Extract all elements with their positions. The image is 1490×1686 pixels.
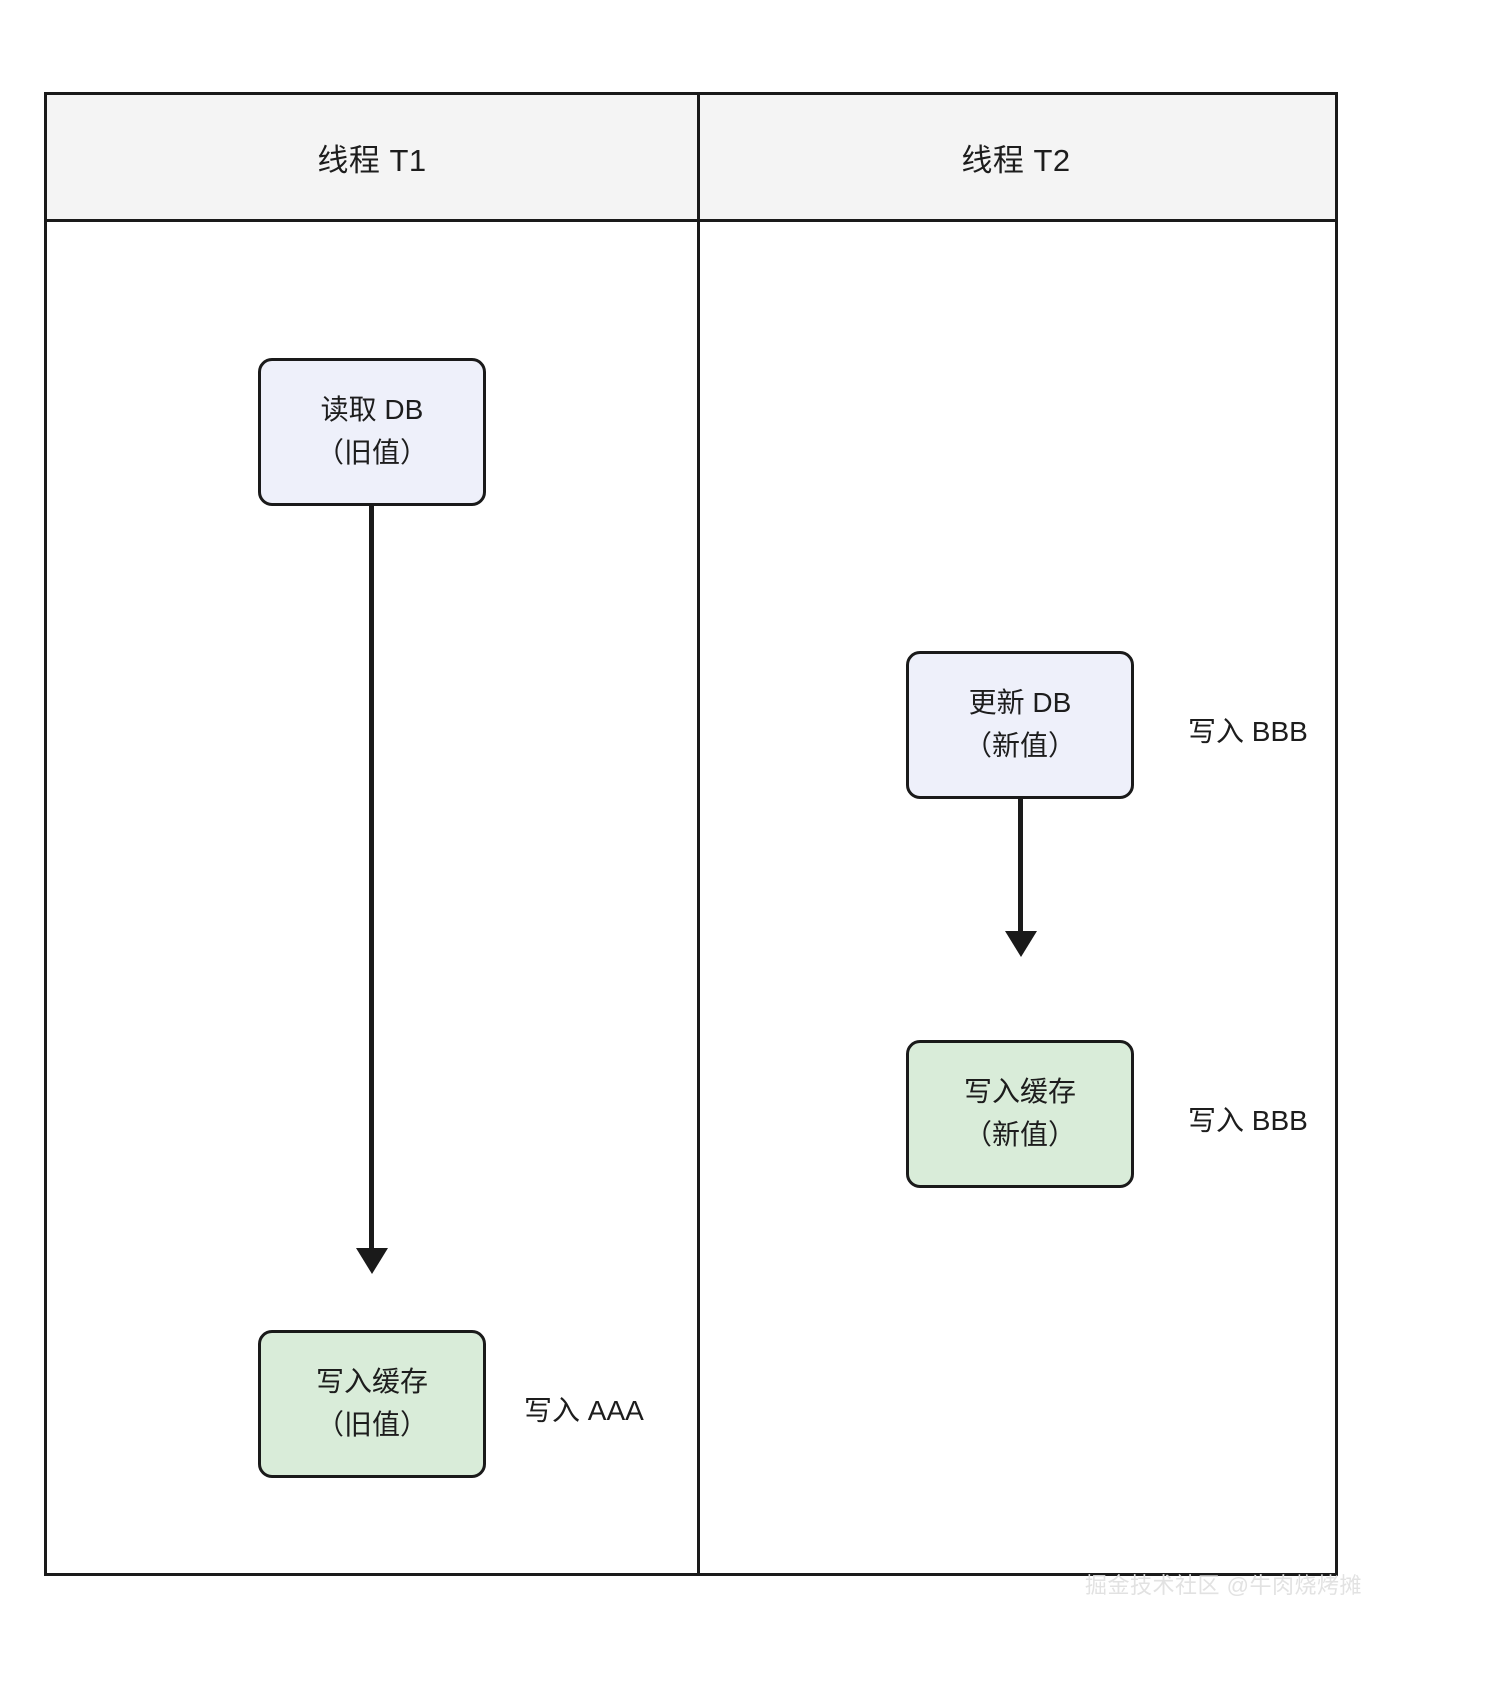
node-t1-write-cache[interactable]: 写入缓存 （旧值） <box>258 1330 486 1478</box>
node-t1-write-cache-line2: （旧值） <box>315 1409 428 1440</box>
arrowhead-t2-update-to-write-icon <box>1005 931 1037 957</box>
node-t1-read-db-line1: 读取 DB <box>320 394 424 426</box>
annotation-t2-write-cache: 写入 BBB <box>1188 1105 1308 1136</box>
node-t1-read-db[interactable]: 读取 DB （旧值） <box>258 358 486 506</box>
arrowhead-t1-read-to-write-icon <box>356 1248 388 1274</box>
node-t2-update-db-line1: 更新 DB <box>968 687 1072 719</box>
annotation-t2-update-db: 写入 BBB <box>1188 716 1308 747</box>
connector-t2-update-to-write <box>1018 799 1023 935</box>
node-t1-read-db-line2: （旧值） <box>315 437 428 468</box>
node-t2-write-cache-line1: 写入缓存 <box>963 1076 1076 1108</box>
lane-divider <box>697 95 700 1573</box>
lane-header-t1-label: 线程 T1 <box>317 142 427 178</box>
watermark: 掘金技术社区 @牛肉烧烤摊 <box>1085 1573 1362 1598</box>
node-t2-update-db[interactable]: 更新 DB （新值） <box>906 651 1134 799</box>
swimlane-body: 读取 DB （旧值） 写入缓存 （旧值） 写入 AAA 更新 DB （新值） 写… <box>47 222 1335 1573</box>
node-t1-write-cache-line1: 写入缓存 <box>315 1366 428 1398</box>
node-t2-write-cache[interactable]: 写入缓存 （新值） <box>906 1040 1134 1188</box>
swimlane-diagram: 线程 T1 线程 T2 读取 DB （旧值） 写入缓存 （旧值） 写入 AAA … <box>44 92 1338 1576</box>
lane-header-t2-label: 线程 T2 <box>961 142 1071 178</box>
swimlane-header-row: 线程 T1 线程 T2 <box>47 95 1335 222</box>
lane-header-t1: 线程 T1 <box>47 95 697 219</box>
node-t2-update-db-line2: （新值） <box>963 730 1076 761</box>
annotation-t1-write-aaa: 写入 AAA <box>524 1395 644 1426</box>
connector-t1-read-to-write <box>369 506 374 1252</box>
node-t2-write-cache-line2: （新值） <box>963 1119 1076 1150</box>
lane-header-t2: 线程 T2 <box>697 95 1335 219</box>
